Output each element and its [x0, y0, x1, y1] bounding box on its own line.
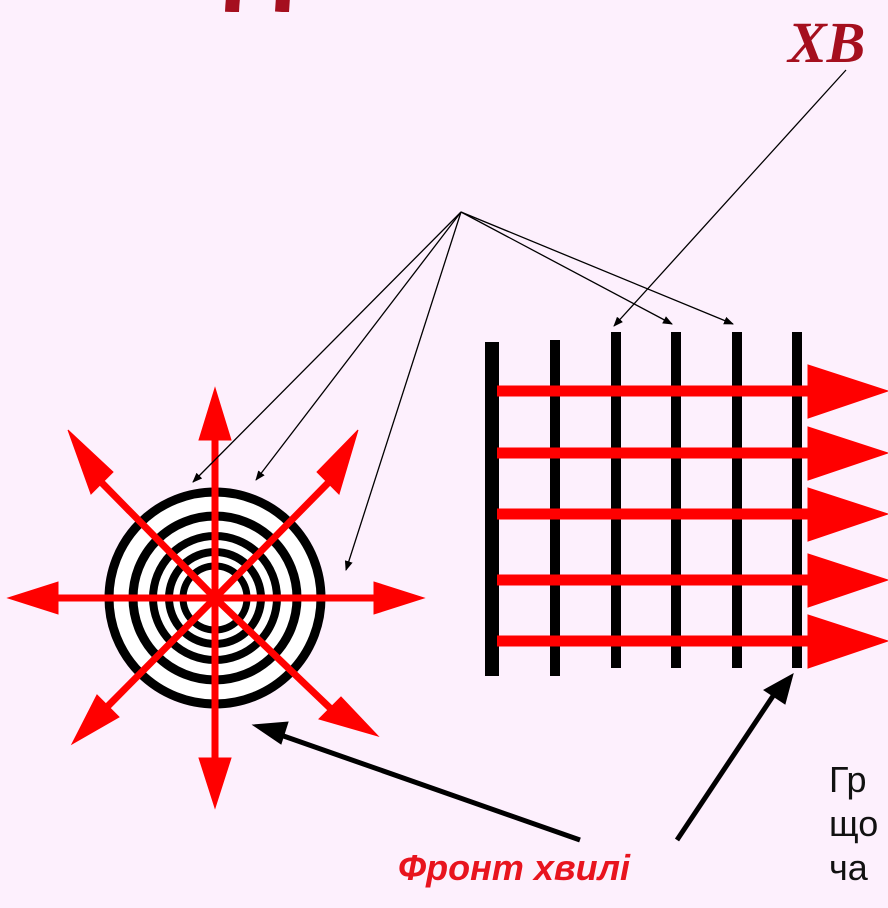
pointer-line — [256, 212, 461, 480]
arrowhead — [8, 582, 58, 614]
arrowhead — [808, 365, 888, 418]
pointer-line — [193, 212, 461, 482]
arrowhead — [808, 554, 888, 607]
arrowhead — [808, 427, 888, 480]
pointer-line — [461, 212, 672, 324]
pointer-line — [461, 212, 733, 324]
radial-rays — [8, 388, 424, 808]
wave-front-label: Фронт хвилі — [398, 850, 630, 886]
arrowhead — [199, 388, 231, 440]
cropped-side-text: Гр що ча — [829, 758, 888, 890]
arrowhead — [253, 722, 288, 744]
arrowhead — [199, 758, 231, 808]
arrowhead — [374, 582, 424, 614]
side-text-line: що — [829, 802, 888, 846]
pointer-line — [614, 70, 846, 326]
wave-front-arrows — [253, 674, 793, 840]
plane-wavefronts — [492, 332, 797, 676]
front-arrow-right — [677, 693, 775, 840]
pointer-line — [346, 212, 461, 570]
pointer-lines — [193, 70, 846, 570]
front-arrow-left — [275, 733, 580, 840]
arrowhead — [808, 615, 888, 668]
side-text-line: Гр — [829, 758, 888, 802]
side-text-line: ча — [829, 846, 888, 890]
arrowhead — [808, 488, 888, 541]
